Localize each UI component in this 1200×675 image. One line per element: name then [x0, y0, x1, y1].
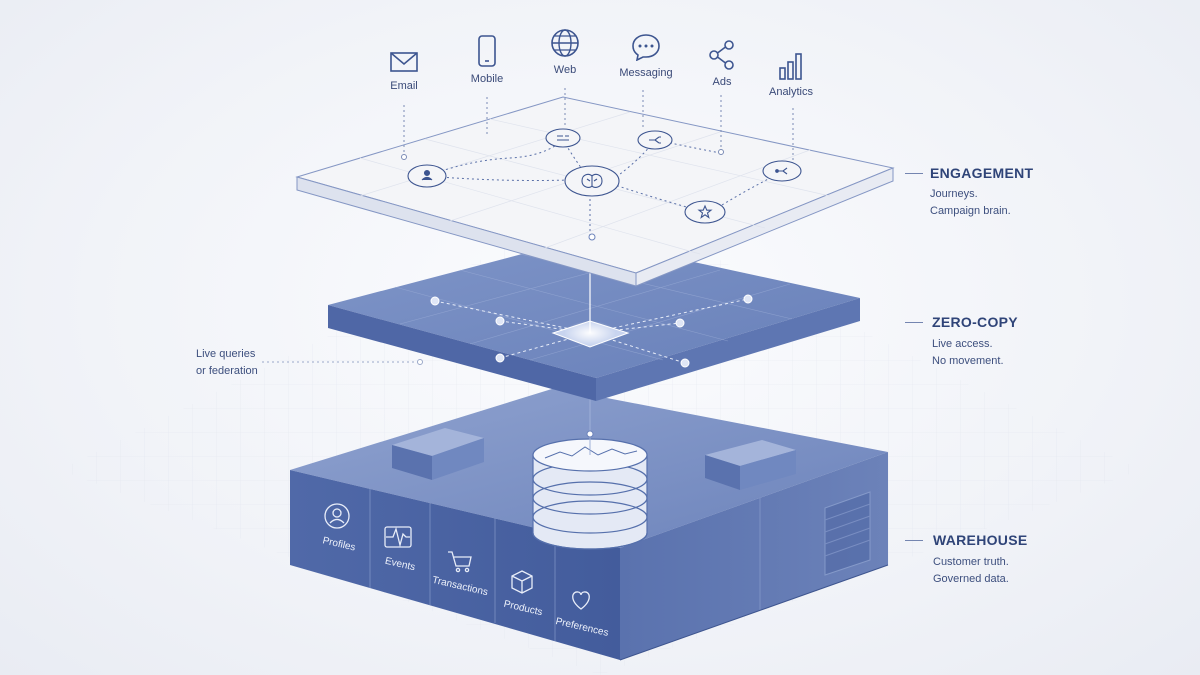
warehouse-box-left: [392, 428, 484, 480]
split-node: [545, 128, 581, 148]
channel-label: Analytics: [768, 86, 814, 98]
channel-mobile[interactable]: Mobile: [432, 35, 542, 85]
engagement-desc-line2: Campaign brain.: [930, 205, 1011, 217]
brain-icon: [581, 173, 603, 188]
zero-copy-desc-line1: Live access.: [932, 338, 993, 350]
pulse-icon: [384, 526, 412, 548]
heart-icon: [572, 591, 590, 610]
database-cylinder: [532, 438, 648, 550]
zero-copy-title: ZERO-COPY: [932, 314, 1018, 330]
zero-copy-top-face: [328, 238, 860, 378]
channel-ads[interactable]: Ads: [667, 40, 777, 88]
email-icon: [390, 52, 418, 72]
zero-copy-right-face: [596, 298, 860, 401]
channel-label: Mobile: [470, 73, 504, 85]
zero-copy-left-face: [328, 305, 596, 401]
warehouse-desc-line2: Governed data.: [933, 573, 1009, 585]
zero-copy-description: Live access. No movement.: [932, 336, 1004, 370]
person-icon: [421, 169, 433, 181]
zero-copy-desc-line2: No movement.: [932, 355, 1004, 367]
flow-icon: [649, 136, 661, 144]
engagement-title: ENGAGEMENT: [930, 165, 1034, 181]
engagement-layer: [295, 96, 895, 287]
warehouse-leader-line: [905, 540, 923, 541]
star-icon: [697, 204, 713, 219]
branch-icon: [775, 167, 788, 175]
star-node: [684, 200, 726, 224]
warehouse-right-face: [620, 452, 888, 660]
person-icon: [324, 503, 350, 529]
federation-note-line1: Live queries: [196, 348, 256, 360]
warehouse-desc-line1: Customer truth.: [933, 556, 1009, 568]
warehouse-layer: [290, 388, 889, 661]
chat-bubble-icon: [632, 34, 660, 61]
warehouse-table-icons: [324, 503, 590, 610]
channel-connectors: [403, 88, 794, 160]
engagement-leader-line: [905, 173, 923, 174]
channel-label: Email: [390, 80, 418, 92]
channel-web[interactable]: Web: [510, 28, 620, 76]
channel-messaging[interactable]: Messaging: [591, 33, 701, 79]
warehouse-door: [824, 491, 871, 576]
bar-chart-icon: [779, 53, 802, 80]
warehouse-description: Customer truth. Governed data.: [933, 554, 1009, 588]
federation-note: Live queries or federation: [196, 346, 258, 380]
channel-email[interactable]: Email: [349, 50, 459, 92]
warehouse-left-face: [290, 470, 620, 660]
channel-analytics[interactable]: Analytics: [736, 52, 846, 98]
engagement-desc-line1: Journeys.: [930, 188, 978, 200]
channel-label: Messaging: [619, 67, 673, 79]
engagement-description: Journeys. Campaign brain.: [930, 186, 1011, 220]
cart-icon: [448, 551, 472, 573]
box-icon: [511, 570, 533, 594]
channel-label: Ads: [712, 76, 732, 88]
zero-copy-layer: [328, 238, 860, 401]
federation-note-line2: or federation: [196, 365, 258, 377]
share-icon: [709, 40, 734, 70]
split-icon: [557, 135, 569, 141]
globe-icon: [551, 29, 579, 57]
mobile-icon: [478, 35, 496, 67]
warehouse-box-right: [705, 440, 796, 490]
zero-copy-leader-line: [905, 322, 923, 323]
channel-label: Web: [553, 64, 577, 76]
warehouse-title: WAREHOUSE: [933, 532, 1028, 548]
